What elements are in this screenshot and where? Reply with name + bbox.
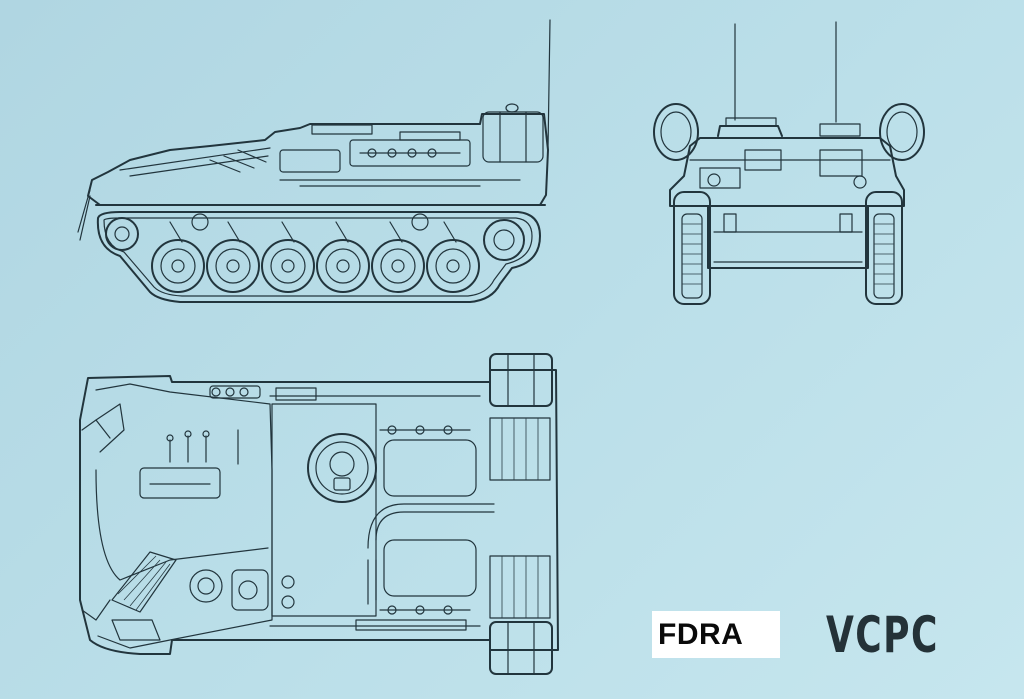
front-hull-lower [707, 205, 869, 269]
top-front-fittings [81, 385, 261, 621]
front-track-right [865, 191, 903, 305]
side-roof-hatch [311, 124, 373, 135]
side-drive-sprocket [483, 219, 525, 261]
top-engine-grille [111, 551, 177, 641]
top-rear-drum-right [489, 621, 553, 675]
top-rear-drum-left [489, 353, 553, 407]
top-view [79, 353, 559, 675]
side-rear-fuel-drum [482, 111, 544, 163]
front-mirror-right [879, 103, 925, 161]
front-hull-upper [669, 137, 905, 207]
side-antenna [547, 19, 551, 151]
source-tag-label: FDRA [658, 617, 744, 651]
front-track-left [673, 191, 711, 305]
top-roof-hatch-rear [383, 539, 477, 597]
front-mirror-left [653, 103, 699, 161]
side-front-idler [105, 217, 139, 251]
top-cupola [307, 433, 377, 503]
vehicle-designation-label: VCPC [826, 606, 939, 664]
top-roof-hatch-front [383, 439, 477, 497]
top-rear-louvres [489, 417, 551, 619]
side-road-wheels [151, 239, 480, 293]
side-track [96, 211, 541, 303]
front-view [653, 21, 925, 305]
side-view [77, 19, 551, 303]
source-tag-box: FDRA [652, 611, 780, 658]
side-hull-upper [87, 113, 549, 206]
